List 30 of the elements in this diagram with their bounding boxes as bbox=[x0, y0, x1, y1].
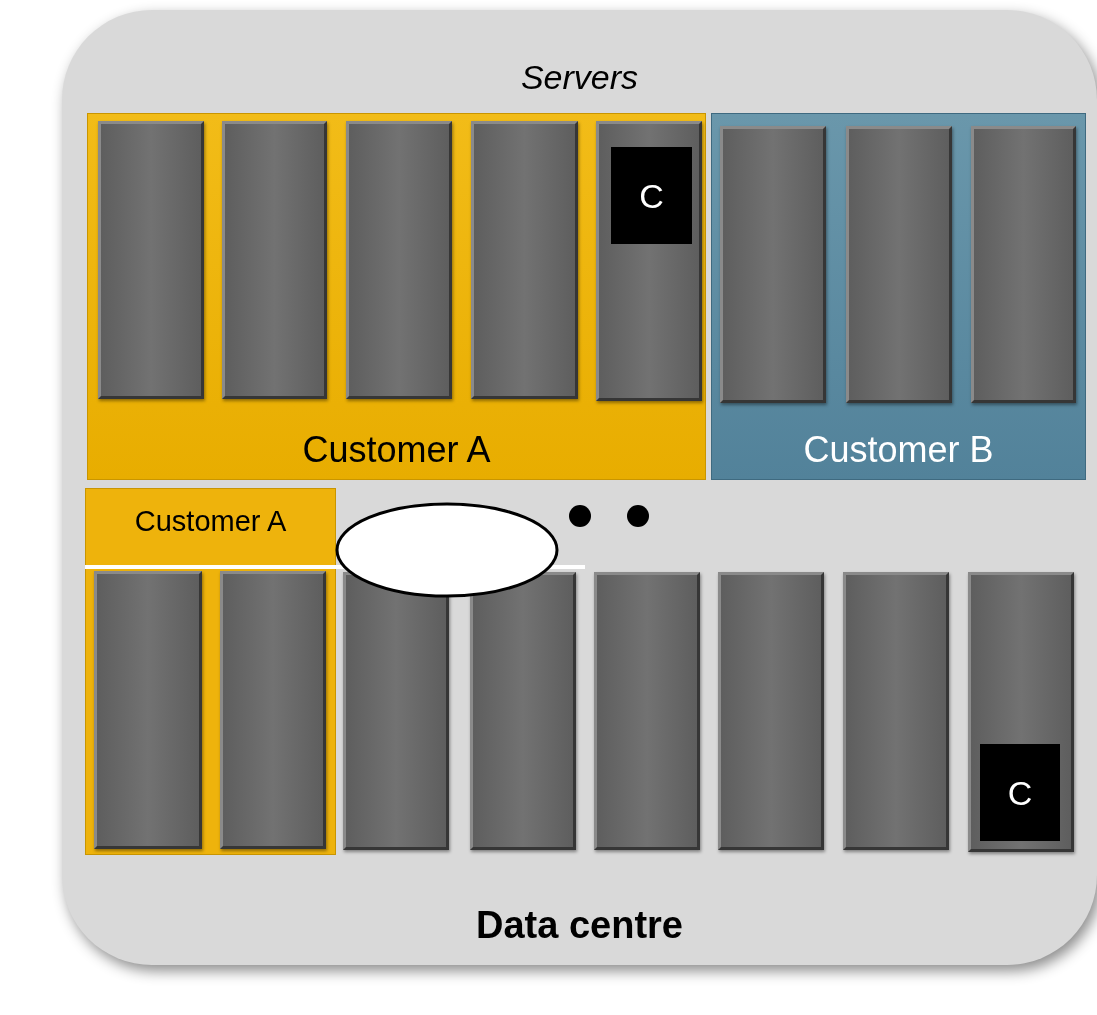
server-rack bbox=[968, 572, 1074, 852]
server-rack bbox=[346, 121, 452, 399]
server-rack bbox=[718, 572, 824, 850]
label: Customer B bbox=[802, 429, 995, 471]
customer-panel bbox=[711, 113, 1086, 480]
customer-group bbox=[85, 488, 336, 855]
label-box bbox=[611, 147, 692, 244]
server-rack bbox=[594, 572, 700, 850]
label: Data centre bbox=[475, 904, 684, 947]
server-rack bbox=[843, 572, 949, 850]
label: C bbox=[638, 177, 665, 216]
server-rack bbox=[222, 121, 327, 399]
customer-panel bbox=[87, 113, 706, 480]
server-rack bbox=[470, 572, 576, 850]
server-rack bbox=[98, 121, 204, 399]
label: Customer A bbox=[133, 505, 288, 538]
server-rack bbox=[343, 572, 449, 850]
server-rack bbox=[596, 121, 702, 401]
label-box bbox=[980, 744, 1060, 841]
server-rack bbox=[220, 571, 326, 849]
server-rack bbox=[846, 126, 952, 403]
server-rack bbox=[720, 126, 826, 403]
server-rack bbox=[971, 126, 1076, 403]
label: Customer A bbox=[301, 429, 492, 471]
data-centre-panel bbox=[62, 10, 1097, 965]
ellipse-shape bbox=[335, 502, 559, 598]
label: C bbox=[1006, 774, 1034, 813]
title-text: Servers bbox=[519, 58, 640, 97]
server-rack bbox=[94, 571, 202, 849]
server-rack bbox=[471, 121, 578, 399]
